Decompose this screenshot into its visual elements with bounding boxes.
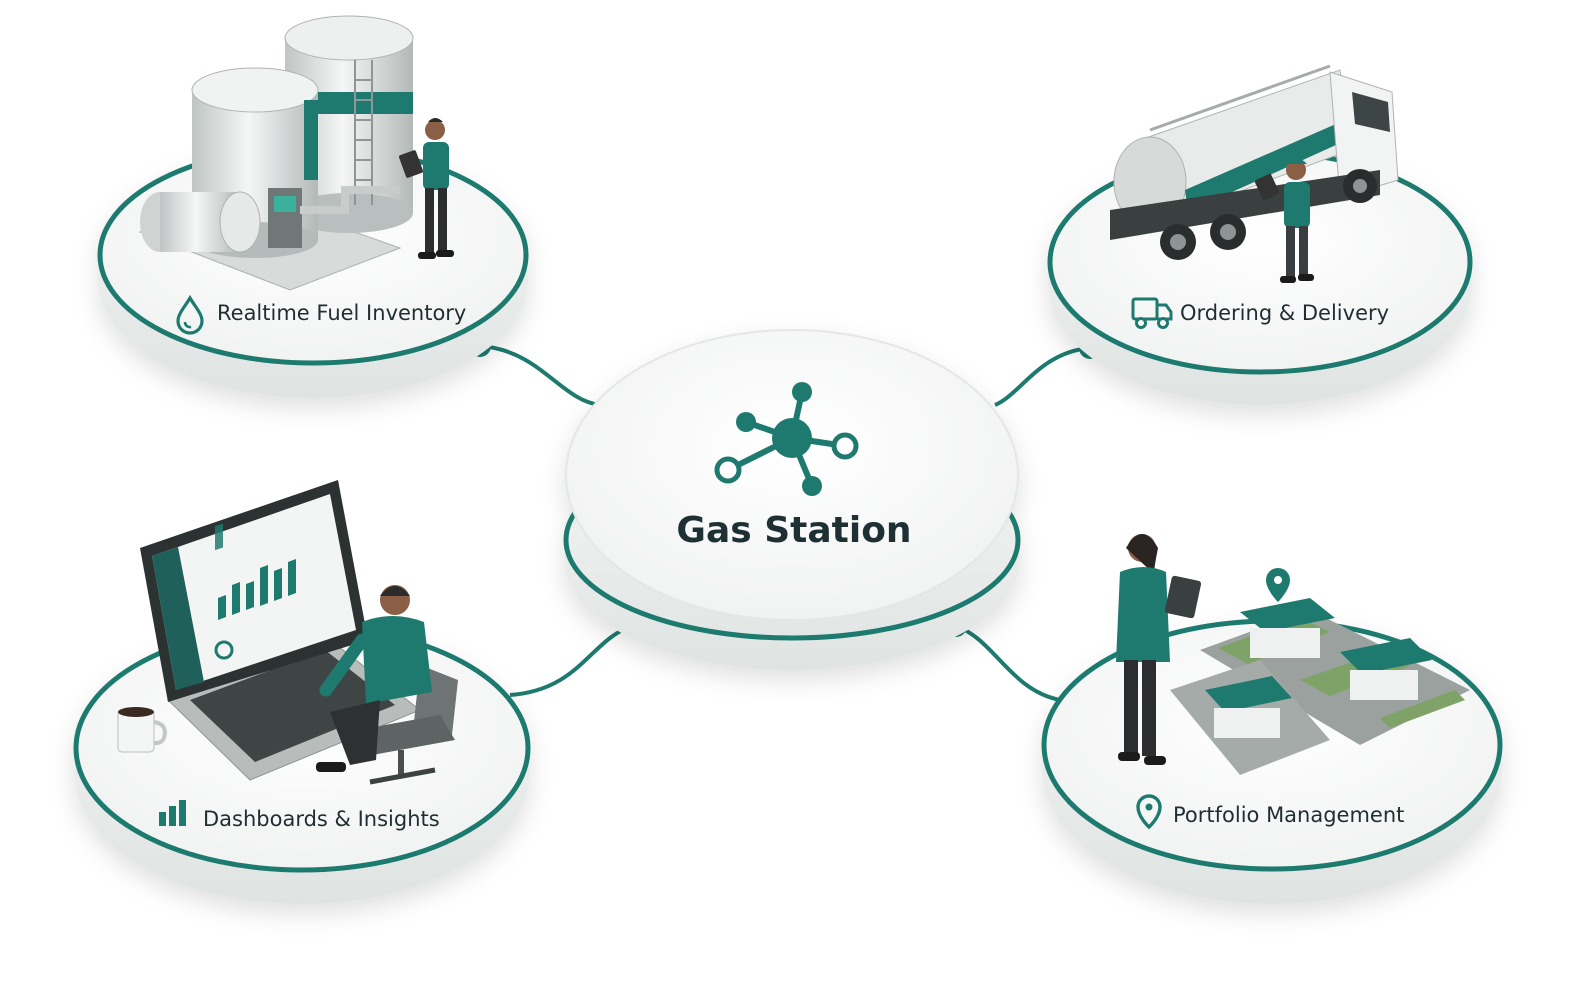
coffee-mug	[117, 707, 167, 753]
gas-station-building	[1240, 598, 1335, 658]
delivery-truck-icon	[1131, 297, 1173, 329]
station-map-illustration	[1116, 534, 1470, 775]
network-hub-icon	[714, 382, 859, 496]
label-fuel-inventory: Realtime Fuel Inventory	[176, 294, 466, 335]
connector-fuel-inventory	[479, 344, 601, 407]
hub-top	[565, 329, 1019, 621]
label-portfolio-management: Portfolio Management	[1136, 794, 1404, 830]
location-pin-icon	[1136, 794, 1162, 830]
node-label: Portfolio Management	[1173, 803, 1404, 827]
manager-figure	[1116, 534, 1202, 765]
node-label: Ordering & Delivery	[1180, 301, 1389, 325]
bar-chart-icon	[159, 800, 186, 826]
worker-figure	[399, 118, 454, 259]
analyst-figure	[316, 585, 432, 772]
node-label: Dashboards & Insights	[203, 807, 440, 831]
map-pin-marker	[1266, 568, 1290, 602]
laptop-illustration	[117, 480, 458, 785]
connector-dashboards-insights	[509, 624, 633, 697]
gas-station-building	[1340, 638, 1432, 700]
hub-title: Gas Station	[676, 510, 911, 551]
connectors	[479, 344, 1091, 702]
tanker-truck-illustration	[1110, 64, 1399, 283]
fuel-storage-tanks-illustration	[138, 15, 454, 291]
fuel-drop-icon	[176, 294, 204, 335]
label-ordering-delivery: Ordering & Delivery	[1131, 297, 1389, 329]
label-dashboards-insights: Dashboards & Insights	[159, 800, 440, 831]
gas-station-building	[1205, 676, 1292, 738]
connector-ordering-delivery	[994, 346, 1091, 407]
connector-portfolio-management	[955, 624, 1061, 702]
node-label: Realtime Fuel Inventory	[217, 301, 466, 325]
driver-figure	[1254, 158, 1314, 283]
hub-platform[interactable]	[563, 329, 1021, 670]
